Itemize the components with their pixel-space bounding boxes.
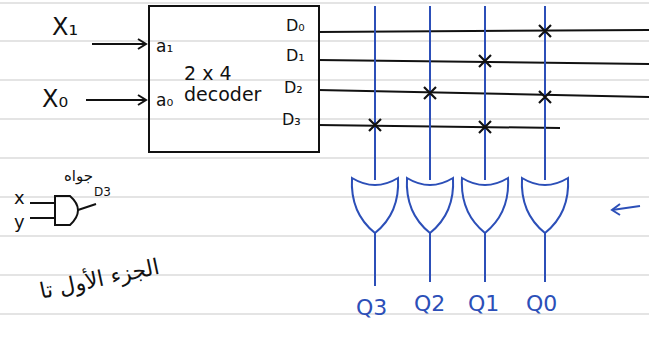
or-gate-symbol — [352, 178, 640, 286]
pin-label: a₀ — [156, 91, 173, 110]
signal-name: y — [14, 212, 25, 232]
signal-name: X₀ — [42, 86, 68, 112]
pin-label: a₁ — [156, 37, 173, 56]
pin-label: D₀ — [286, 17, 305, 35]
decoder-output-lines — [318, 30, 649, 128]
or-gate-inputs — [375, 6, 545, 180]
note: جواه — [64, 168, 93, 185]
connection-marks — [369, 25, 551, 133]
pin-label: D₂ — [284, 79, 303, 97]
pin-label: D₃ — [282, 111, 301, 129]
signal-name: D3 — [94, 186, 111, 199]
decoder-box: a₁ a₀ 2 x 4 decoder D₀ D₁ D₂ D₃ — [148, 5, 320, 153]
ruled-lines — [0, 3, 649, 314]
output-name: Q3 — [356, 296, 387, 320]
decoder-title: 2 x 4 decoder — [184, 63, 284, 105]
signal-name: x — [14, 188, 25, 208]
and-gate-symbol — [30, 196, 96, 225]
pin-label: D₁ — [286, 47, 305, 65]
note: الجزء الأول تا — [37, 255, 161, 304]
output-name: Q2 — [414, 292, 445, 316]
input-arrows — [86, 39, 146, 105]
output-name: Q1 — [468, 292, 499, 316]
signal-name: X₁ — [52, 14, 78, 40]
output-name: Q0 — [526, 292, 557, 316]
